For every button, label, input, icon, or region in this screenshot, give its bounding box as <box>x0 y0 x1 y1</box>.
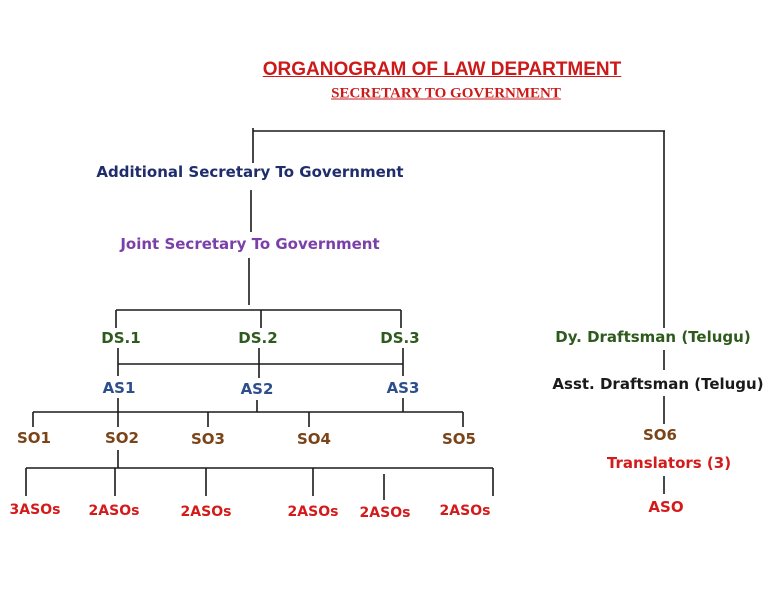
node-aso-group-3: 2ASOs <box>179 503 233 521</box>
node-ds2: DS.2 <box>237 329 279 347</box>
node-as2: AS2 <box>239 380 275 398</box>
node-ds1: DS.1 <box>100 329 142 347</box>
node-asst-draftsman: Asst. Draftsman (Telugu) <box>551 375 765 393</box>
node-so2: SO2 <box>104 429 140 447</box>
node-as3: AS3 <box>385 379 421 397</box>
node-so6: SO6 <box>642 426 678 444</box>
node-as1: AS1 <box>101 379 137 397</box>
node-so4: SO4 <box>296 430 332 448</box>
node-additional-secretary: Additional Secretary To Government <box>95 163 405 181</box>
chart-subtitle: SECRETARY TO GOVERNMENT <box>331 85 561 102</box>
node-aso: ASO <box>647 498 685 516</box>
node-aso-group-5: 2ASOs <box>358 504 412 522</box>
node-aso-group-1: 3ASOs <box>8 501 62 519</box>
node-aso-group-6: 2ASOs <box>438 502 492 520</box>
node-dy-draftsman: Dy. Draftsman (Telugu) <box>554 328 752 346</box>
node-translators: Translators (3) <box>605 454 733 472</box>
node-aso-group-4: 2ASOs <box>286 503 340 521</box>
chart-title: ORGANOGRAM OF LAW DEPARTMENT <box>262 59 622 80</box>
node-so3: SO3 <box>190 430 226 448</box>
node-so5: SO5 <box>441 430 477 448</box>
node-so1: SO1 <box>16 429 52 447</box>
node-aso-group-2: 2ASOs <box>87 502 141 520</box>
node-ds3: DS.3 <box>379 329 421 347</box>
node-joint-secretary: Joint Secretary To Government <box>119 235 381 253</box>
